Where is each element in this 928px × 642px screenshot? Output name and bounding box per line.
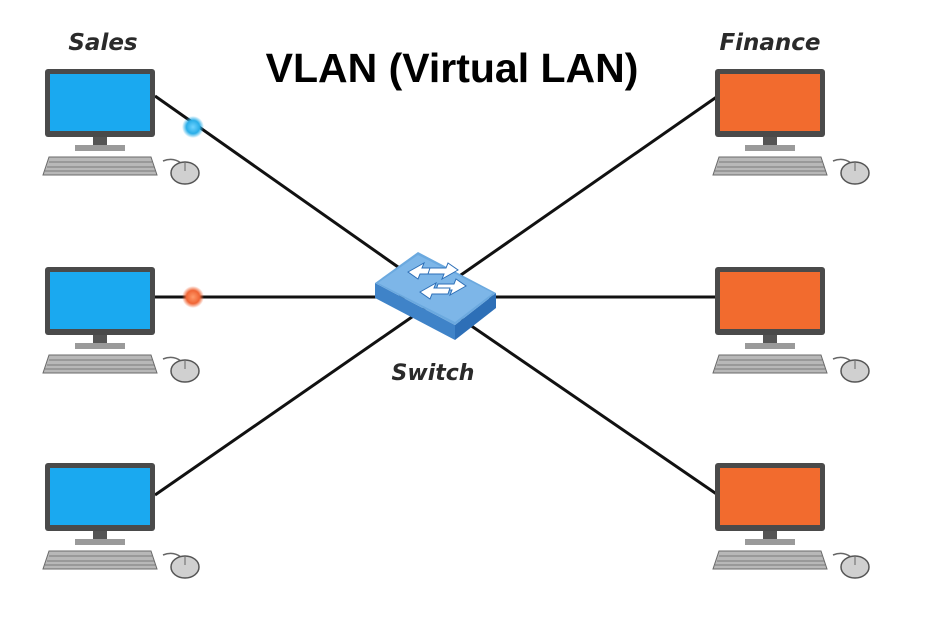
sales-computer	[42, 462, 200, 579]
sales-group-label: Sales	[68, 30, 137, 56]
diagram-title: VLAN (Virtual LAN)	[266, 45, 639, 91]
monitor-screen	[720, 74, 820, 131]
finance-computer	[712, 68, 870, 185]
monitor-screen	[50, 468, 150, 525]
switch-label: Switch	[392, 361, 475, 386]
network-switch	[375, 252, 496, 340]
monitor-screen	[50, 74, 150, 131]
link-finance-pc-1	[434, 94, 719, 295]
switch-arrows-icon	[407, 261, 467, 300]
sales-computer	[42, 68, 200, 185]
link-sales-pc-3	[154, 299, 436, 497]
finance-port-indicator	[182, 286, 204, 308]
sales-port-indicator	[182, 116, 204, 138]
monitor-screen	[720, 272, 820, 329]
finance-computer	[712, 266, 870, 383]
sales-computer	[42, 266, 200, 383]
finance-computer	[712, 462, 870, 579]
link-finance-pc-3	[434, 299, 719, 497]
finance-group-label: Finance	[719, 30, 820, 56]
monitor-screen	[720, 468, 820, 525]
monitor-screen	[50, 272, 150, 329]
